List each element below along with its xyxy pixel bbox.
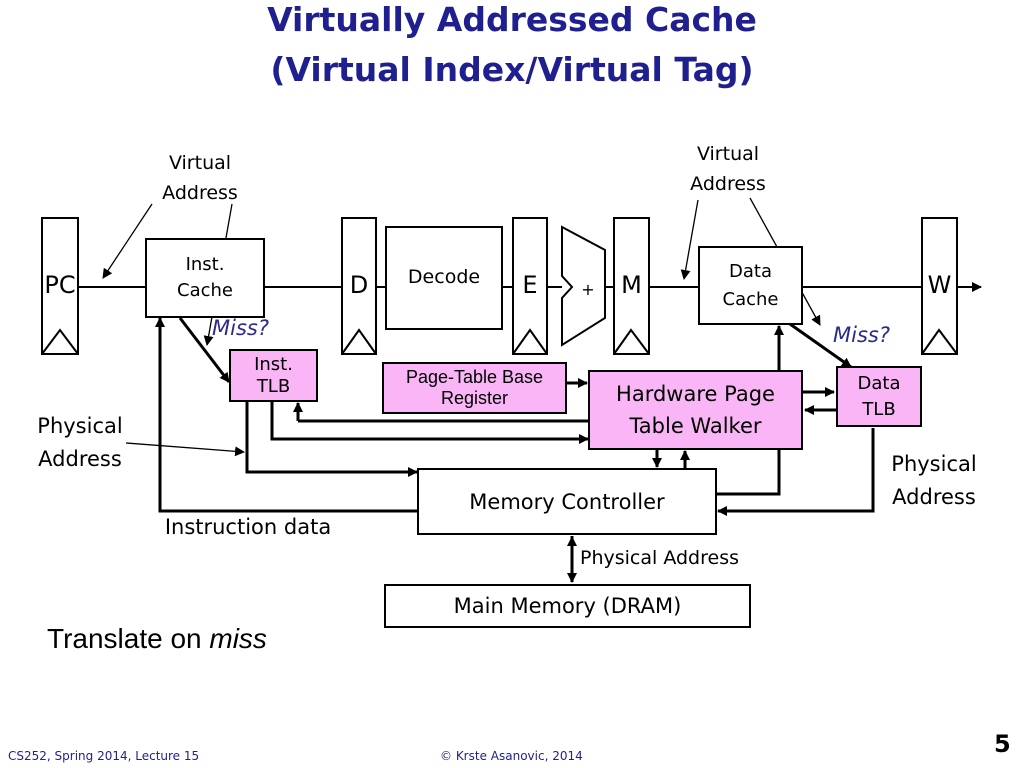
inst-tlb-label-1: Inst.	[254, 353, 293, 375]
virtual-address-right-label: Virtual Address	[690, 143, 766, 195]
page-table-base-register-box: Page-Table Base Register	[382, 362, 567, 414]
va-left-arrow	[102, 203, 153, 279]
decode-label: Decode	[407, 266, 481, 288]
physical-address-bottom-label: Physical Address	[580, 547, 739, 569]
miss-left-label: Miss?	[212, 316, 269, 340]
data-tlb-label-1: Data	[857, 372, 901, 394]
inst-cache-label-1: Inst.	[185, 254, 225, 275]
hw-walker-label-2: Table Walker	[629, 414, 762, 438]
hw-walker-label-1: Hardware Page	[616, 382, 775, 406]
adder-shape	[561, 225, 606, 347]
caption: Translate on miss	[47, 623, 267, 655]
main-memory-label: Main Memory (DRAM)	[453, 594, 682, 618]
dtlb-to-memctrl	[717, 428, 875, 516]
data-cache-label-2: Cache	[722, 288, 779, 310]
data-tlb-box: Data TLB	[836, 366, 922, 427]
memory-controller-box: Memory Controller	[417, 468, 717, 535]
page-title-line1: Virtually Addressed Cache	[267, 0, 757, 39]
inst-cache-box: Inst. Cache	[145, 238, 265, 318]
itlb-to-walker	[270, 400, 589, 444]
hardware-page-table-walker-box: Hardware Page Table Walker	[588, 370, 803, 450]
inst-tlb-label-2: TLB	[256, 375, 291, 397]
data-cache-label-1: Data	[729, 260, 772, 282]
ptbr-label-2: Register	[440, 388, 509, 408]
pa-left-pointer	[125, 442, 245, 457]
adder-label: +	[581, 280, 595, 299]
va-right-arrow	[680, 199, 699, 280]
e-label: E	[522, 271, 538, 299]
icache-to-itlb-line	[178, 317, 231, 383]
d-label: D	[349, 271, 369, 299]
e-register	[512, 217, 548, 355]
ptbr-label-1: Page-Table Base	[405, 367, 544, 387]
data-tlb-label-2: TLB	[862, 398, 896, 420]
data-cache-box: Data Cache	[698, 246, 803, 325]
instr-data-path	[155, 317, 419, 513]
pc-register	[41, 217, 79, 355]
miss-right-label: Miss?	[833, 323, 890, 347]
page-number: 5	[994, 730, 1011, 758]
instruction-data-label: Instruction data	[164, 515, 332, 539]
itlb-to-memctrl	[245, 400, 418, 477]
caption-emphasis: miss	[209, 623, 267, 654]
virtual-address-left-label: Virtual Address	[162, 152, 238, 204]
m-label: M	[621, 271, 642, 299]
decode-box: Decode	[385, 226, 503, 330]
physical-address-right-label: Physical Address	[891, 452, 977, 509]
footer-course: CS252, Spring 2014, Lecture 15	[8, 749, 200, 763]
w-label: W	[927, 271, 952, 299]
m-register	[613, 217, 650, 355]
page-title-line2: (Virtual Index/Virtual Tag)	[270, 50, 754, 89]
memory-controller-label: Memory Controller	[469, 489, 665, 514]
d-register	[341, 217, 377, 355]
main-memory-box: Main Memory (DRAM)	[384, 584, 751, 628]
pc-label: PC	[44, 271, 76, 299]
w-register	[921, 217, 958, 355]
caption-text: Translate on	[47, 623, 210, 654]
inst-tlb-box: Inst. TLB	[229, 349, 318, 402]
footer-copyright: © Krste Asanovic, 2014	[440, 749, 583, 763]
physical-address-left-label: Physical Address	[37, 414, 123, 471]
inst-cache-label-2: Cache	[177, 280, 233, 301]
dcache-to-dtlb-line	[789, 322, 852, 369]
